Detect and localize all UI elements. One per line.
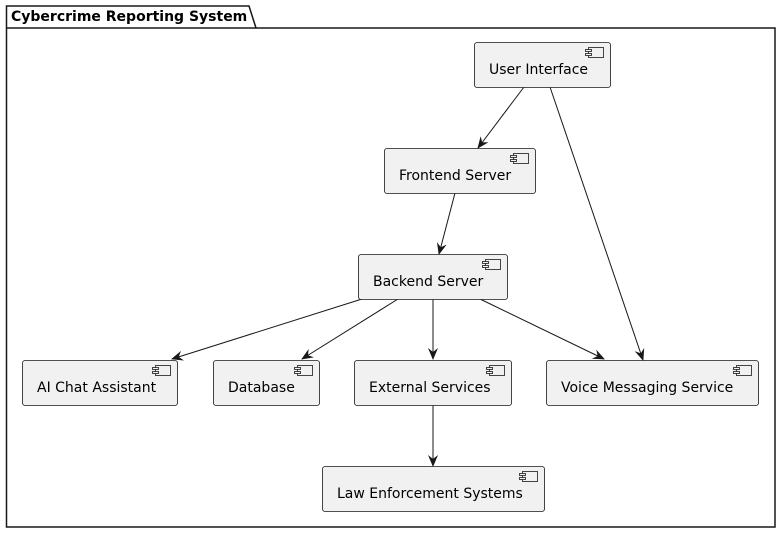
component-law[interactable]: Law Enforcement Systems xyxy=(322,466,545,512)
arrow-backend-to-ai xyxy=(171,298,363,361)
component-ui[interactable]: User Interface xyxy=(474,42,611,88)
component-icon xyxy=(294,365,313,376)
component-ext[interactable]: External Services xyxy=(354,360,512,406)
component-box xyxy=(322,466,545,512)
component-ai[interactable]: AI Chat Assistant xyxy=(22,360,178,406)
component-box xyxy=(546,360,759,406)
arrow-ui-to-frontend xyxy=(477,86,525,149)
component-db[interactable]: Database xyxy=(213,360,320,406)
component-label: External Services xyxy=(369,380,491,396)
component-label: Backend Server xyxy=(373,274,483,290)
component-box xyxy=(22,360,178,406)
component-voice[interactable]: Voice Messaging Service xyxy=(546,360,759,406)
component-box xyxy=(354,360,512,406)
component-icon xyxy=(482,259,501,270)
relations xyxy=(171,86,645,467)
arrow-frontend-to-backend xyxy=(436,192,456,255)
component-label: Frontend Server xyxy=(399,168,511,184)
component-box xyxy=(384,148,536,194)
component-backend[interactable]: Backend Server xyxy=(358,254,508,300)
component-box xyxy=(213,360,320,406)
arrow-backend-to-voice xyxy=(479,298,605,360)
component-label: Law Enforcement Systems xyxy=(337,486,523,502)
component-box xyxy=(358,254,508,300)
component-label: AI Chat Assistant xyxy=(37,380,157,396)
component-label: Database xyxy=(228,380,295,396)
arrow-ui-to-voice xyxy=(549,86,645,361)
component-icon xyxy=(519,471,538,482)
component-icon xyxy=(585,47,604,58)
component-box xyxy=(474,42,611,88)
component-label: User Interface xyxy=(489,62,588,78)
package-cybercrime-reporting-system: Cybercrime Reporting System xyxy=(5,5,776,528)
component-icon xyxy=(733,365,752,376)
component-icon xyxy=(486,365,505,376)
component-frontend[interactable]: Frontend Server xyxy=(384,148,536,194)
component-icon xyxy=(152,365,171,376)
arrow-backend-to-db xyxy=(301,298,399,360)
package-title: Cybercrime Reporting System xyxy=(11,9,247,25)
component-label: Voice Messaging Service xyxy=(561,380,733,396)
component-icon xyxy=(510,153,529,164)
